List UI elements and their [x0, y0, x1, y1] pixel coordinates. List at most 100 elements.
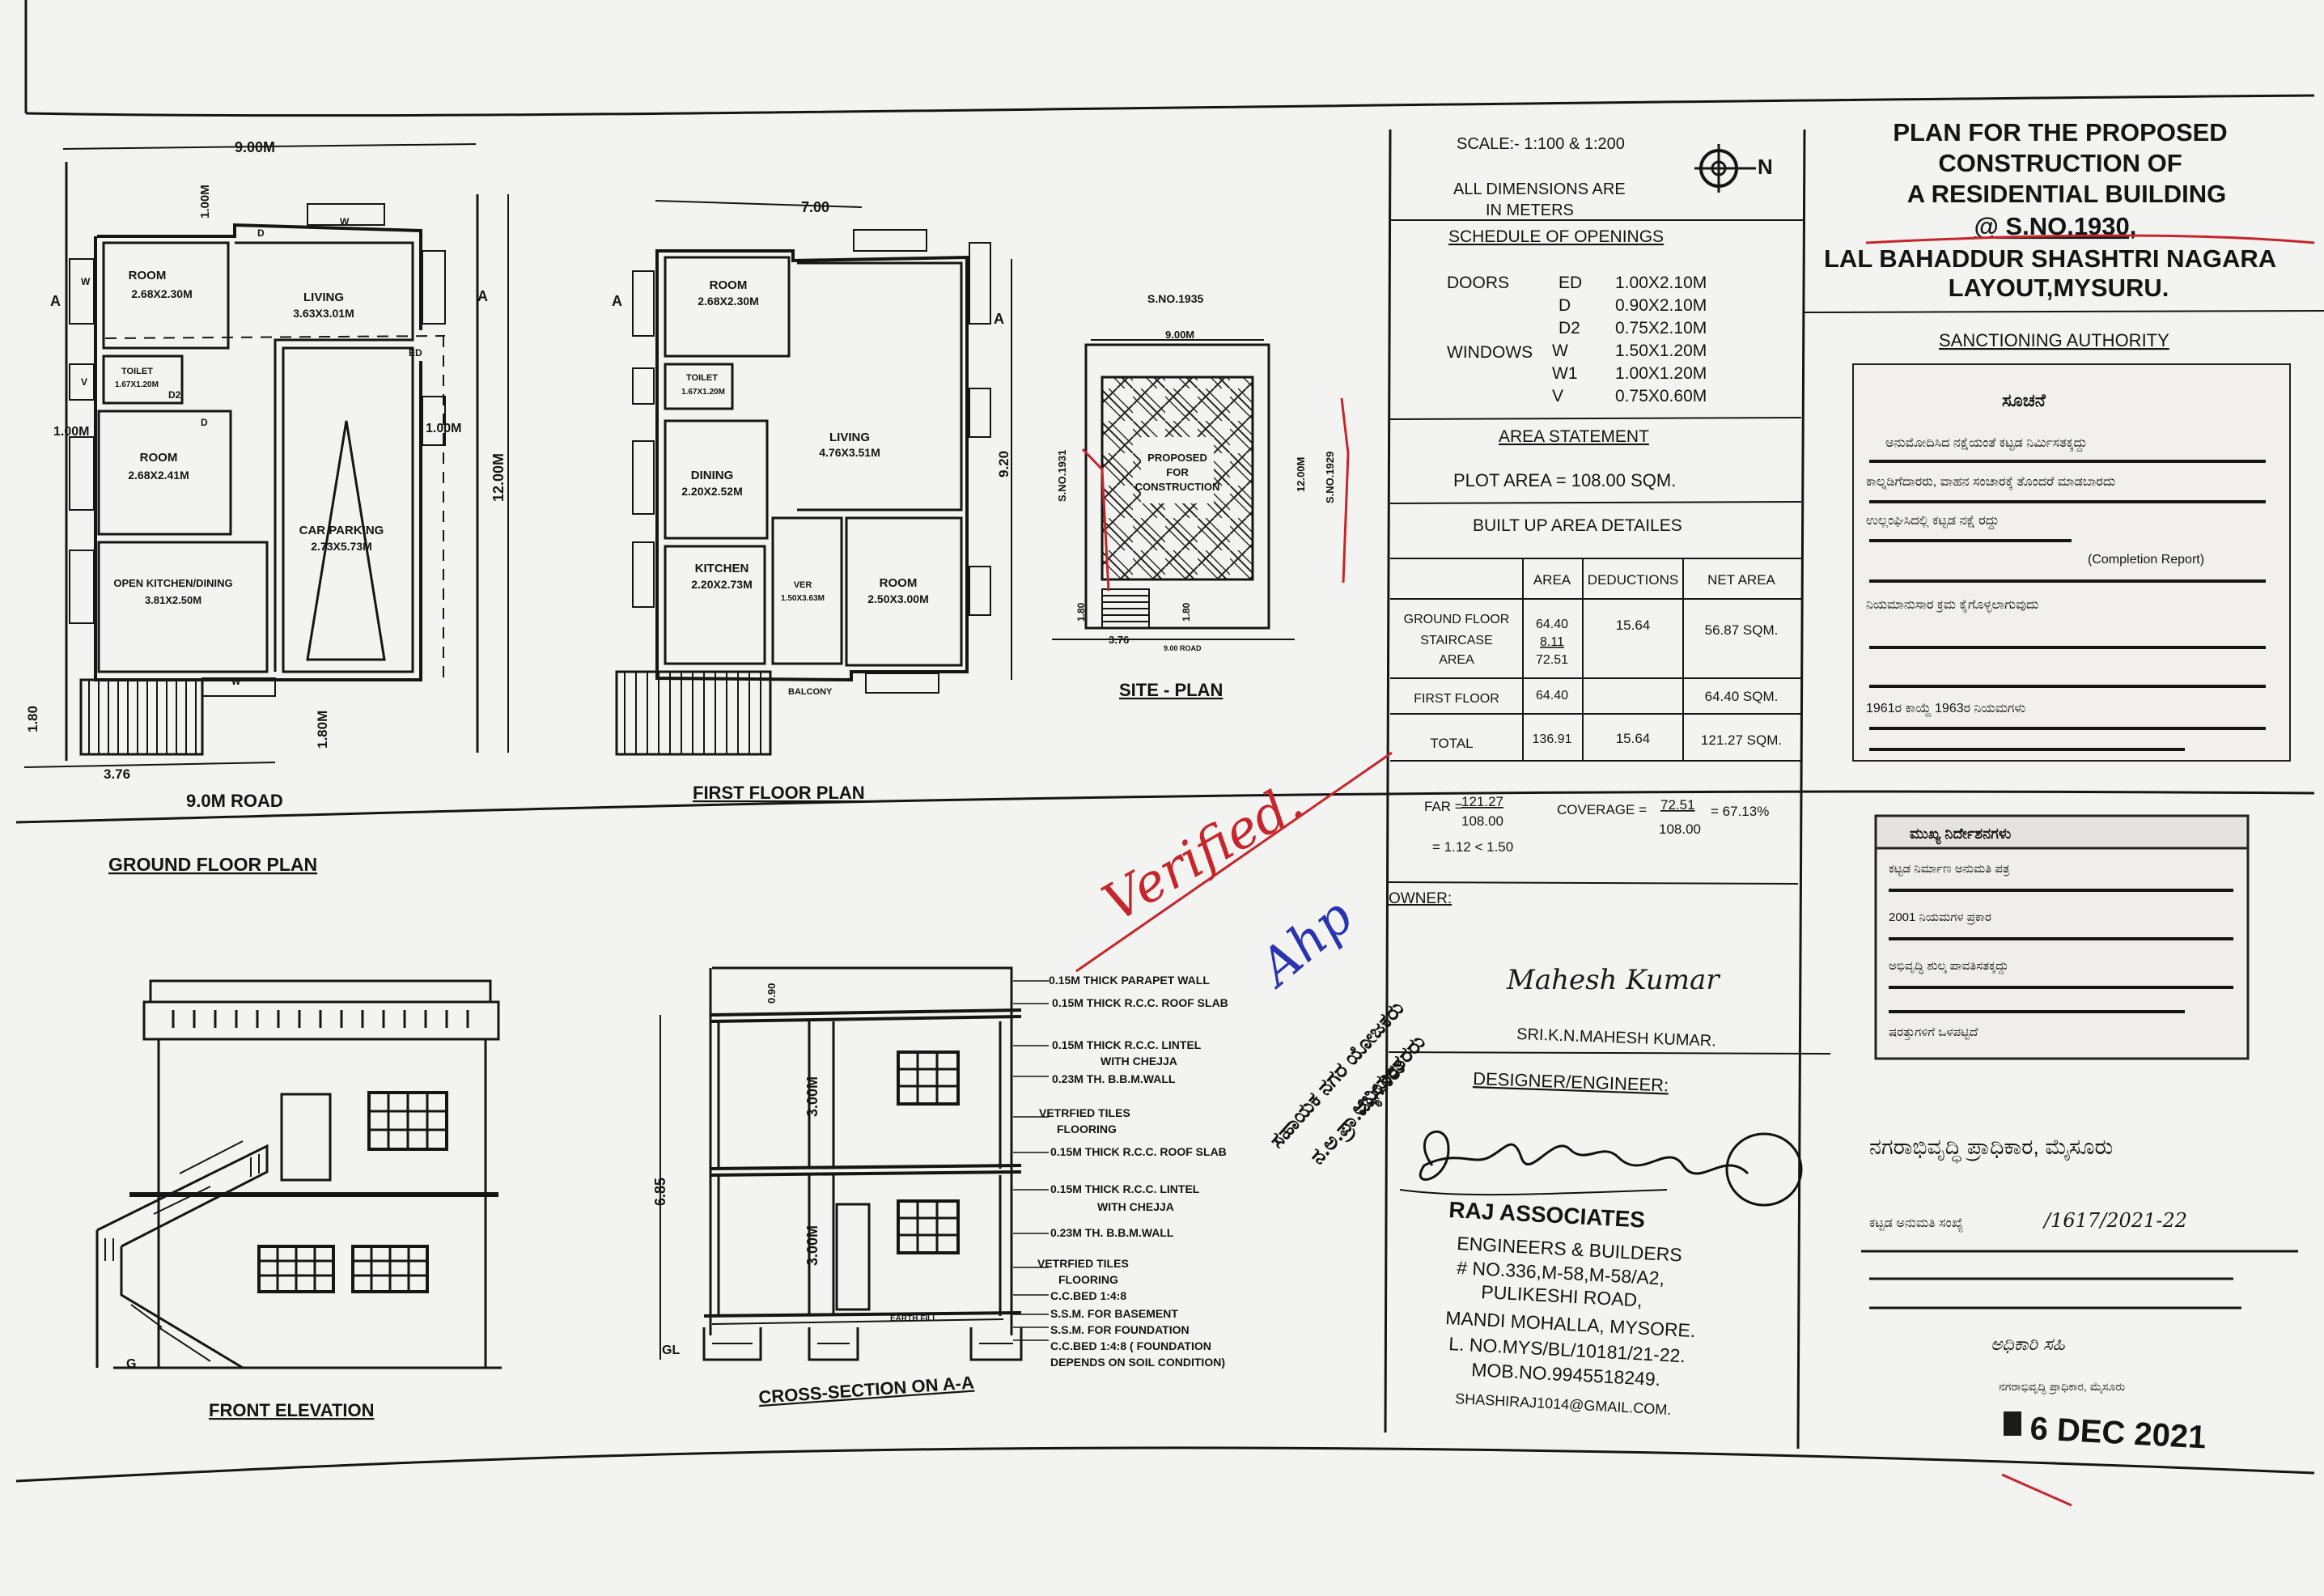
elev-parapet-slots [172, 1010, 469, 1028]
gf-dim-side: 1.00M [53, 425, 89, 439]
elev-balusters [104, 1154, 260, 1261]
row1-label-2: STAIRCASE [1420, 634, 1493, 647]
ff-section-a-right: A [994, 311, 1004, 327]
sec-note-14: C.C.BED 1:4:8 [1050, 1289, 1126, 1302]
row1-label-3: AREA [1439, 653, 1474, 667]
sec-note-7: FLOORING [1057, 1123, 1117, 1135]
sec-note-8: 0.15M THICK R.C.C. ROOF SLAB [1050, 1145, 1227, 1158]
row2-net: 64.40 SQM. [1705, 689, 1779, 704]
opening-code-4: W [1552, 342, 1568, 360]
gf-room2 [97, 410, 232, 536]
site-dim-setback: 1.80 [1075, 602, 1087, 622]
row3-area: 136.91 [1533, 732, 1572, 746]
designer-signature-text: Shashiraj [809, 1580, 848, 1589]
stamp2-line-3: ಅಭಿವೃದ್ಧಿ ಶುಲ್ಕ ಪಾವತಿಸತಕ್ಕದ್ದು [1889, 959, 2008, 975]
site-north-survey: S.NO.1935 [1147, 292, 1203, 305]
dimensions-note-2: IN METERS [1486, 202, 1574, 219]
gf-label-d2: D2 [168, 389, 181, 401]
first-floor-plan: 7.00 A A 9.20 ROOM 2.68X2.30M TOILET 1.6… [612, 199, 1012, 803]
stamp2-line-2: 2001 ನಿಯಮಗಳ ಪ್ರಕಾರ [1889, 910, 1991, 924]
elev-caption: FRONT ELEVATION [209, 1400, 375, 1420]
sec-dim-floor1: 3.00M [804, 1076, 821, 1117]
sec-note-6: VETRFIED TILES [1039, 1106, 1130, 1119]
gf-window-w7 [422, 396, 446, 446]
stamp1-line-2: ಕಾಲ್ನಡಿಗೆದಾರರು, ವಾಹನ ಸಂಚಾರಕ್ಕೆ ತೊಂದರೆ ಮಾ… [1866, 475, 2115, 490]
approval-line-4: ನಗರಾಭಿವೃದ್ಧಿ ಪ್ರಾಧಿಕಾರ, ಮೈಸೂರು [1999, 1380, 2125, 1396]
opening-code-6: V [1552, 387, 1563, 405]
north-arrow-icon [1694, 144, 1756, 193]
coverage-result: = 67.13% [1711, 804, 1769, 819]
ff-window-1 [632, 270, 655, 337]
gf-window-w5 [422, 250, 446, 325]
far-label: FAR = [1424, 799, 1463, 814]
ff-room1-size: 2.68X2.30M [698, 295, 759, 308]
gf-kitchen-name: OPEN KITCHEN/DINING [113, 577, 232, 589]
gf-road-label: 9.0M ROAD [186, 791, 283, 811]
north-label: N [1758, 155, 1773, 179]
gf-dim-setback-mid: 1.80M [315, 711, 330, 749]
dimensions-note-1: ALL DIMENSIONS ARE [1453, 180, 1626, 198]
ff-window-5 [853, 229, 927, 252]
opening-code-1: ED [1559, 274, 1582, 292]
gf-section-a-right: A [477, 288, 488, 304]
built-up-heading: BUILT UP AREA DETAILES [1473, 516, 1682, 535]
sec-note-9: 0.15M THICK R.C.C. LINTEL [1050, 1182, 1200, 1195]
gf-caption: GROUND FLOOR PLAN [108, 854, 317, 875]
sec-walls [717, 1021, 1002, 1316]
owner-top-line [1388, 881, 1799, 885]
sec-note-13: FLOORING [1058, 1273, 1118, 1286]
title-divider [1804, 310, 2324, 313]
row1-net: 56.87 SQM. [1705, 622, 1779, 638]
row1-area-2: 8.11 [1540, 635, 1564, 649]
stamp-notice-2: ಮುಖ್ಯ ನಿರ್ದೇಶನಗಳು ಕಟ್ಟಡ ನಿರ್ಮಾಣ ಅನುಮತಿ ಪ… [1874, 814, 2250, 1060]
gf-room1 [102, 241, 230, 350]
gf-toilet-size: 1.67X1.20M [115, 380, 159, 389]
title-line-6: LAYOUT,MYSURU. [1949, 274, 2169, 302]
site-caption: SITE - PLAN [1119, 680, 1223, 700]
sec-plinth [703, 1311, 1022, 1318]
approval-line-3: ಅಧಿಕಾರಿ ಸಹಿ [1991, 1335, 2066, 1355]
gf-dim-setback-left: 1.80 [25, 706, 40, 732]
red-pen-tick-1 [1081, 448, 1110, 592]
site-proposed-2: FOR [1166, 466, 1189, 478]
stamp1-title: ಸೂಚನೆ [2002, 390, 2046, 410]
stamp-notice-1: ಸೂಚನೆ ಅನುಮೋದಿಸಿದ ನಕ್ಷೆಯಂತೆ ಕಟ್ಟಡ ನಿರ್ಮಿಸ… [1852, 363, 2291, 762]
gf-window-w3 [69, 550, 95, 624]
gf-section-a-left: A [50, 293, 61, 309]
opening-code-2: D [1559, 296, 1571, 315]
gf-dim-width: 9.00M [235, 139, 275, 155]
gf-living-walls [235, 241, 414, 672]
gf-window-w2 [69, 436, 95, 511]
row2-area: 64.40 [1536, 689, 1568, 702]
site-road: 9.00 ROAD [1164, 644, 1202, 652]
title-block: PLAN FOR THE PROPOSED CONSTRUCTION OF A … [1824, 118, 2276, 302]
site-plot [1084, 343, 1270, 630]
gf-dim-line-stair [23, 762, 276, 768]
gf-label-w: W [81, 276, 91, 287]
ff-room2 [845, 516, 963, 667]
gf-window-w6 [201, 677, 276, 697]
sec-note-3: 0.15M THICK R.C.C. LINTEL [1052, 1038, 1202, 1051]
gf-car-size: 2.73X5.73M [311, 540, 372, 553]
row1-deductions: 15.64 [1616, 618, 1651, 633]
gf-window-w4 [307, 203, 385, 226]
title-line-3: A RESIDENTIAL BUILDING [1907, 180, 2226, 208]
site-dim-depth: 12.00M [1295, 457, 1307, 492]
gf-dim-line-width [62, 143, 477, 150]
ff-window-9 [865, 673, 939, 694]
sec-earth-fill-label: EARTH FILL [890, 1314, 937, 1323]
approval-line-1: ಕಟ್ಟಡ ಅನುಮತಿ ಸಂಖ್ಯೆ [1869, 1216, 1963, 1232]
row3-label: TOTAL [1430, 736, 1473, 751]
gf-car-symbol [306, 420, 386, 661]
row2-label: FIRST FLOOR [1414, 692, 1499, 706]
gf-room1-name: ROOM [129, 269, 167, 282]
ff-balcony: BALCONY [788, 687, 833, 697]
plot-area: PLOT AREA = 108.00 SQM. [1453, 470, 1676, 490]
ff-window-4 [632, 541, 655, 608]
sec-dim-floor2: 3.00M [804, 1225, 821, 1266]
stamp1-line-3: ಉಲ್ಲಂಘಿಸಿದಲ್ಲಿ ಕಟ್ಟಡ ನಕ್ಷೆ ರದ್ದು [1866, 514, 2000, 529]
gf-window-w1 [69, 258, 95, 325]
gf-room2-name: ROOM [140, 451, 178, 465]
gf-dim-depth: 12.00M [490, 453, 507, 502]
